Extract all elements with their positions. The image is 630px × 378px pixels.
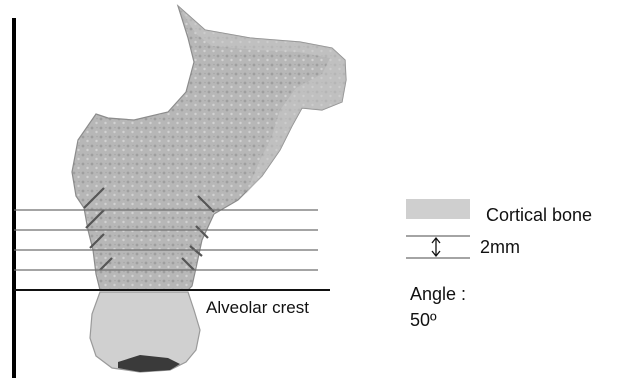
cortical-bone-legend-label: Cortical bone [486, 205, 592, 226]
angle-label: Angle : 50º [410, 281, 466, 333]
cortical-bone-swatch [406, 199, 470, 219]
spacing-legend [406, 236, 470, 258]
spacing-legend-label: 2mm [480, 237, 520, 258]
alveolar-crest-label: Alveolar crest [206, 298, 309, 318]
